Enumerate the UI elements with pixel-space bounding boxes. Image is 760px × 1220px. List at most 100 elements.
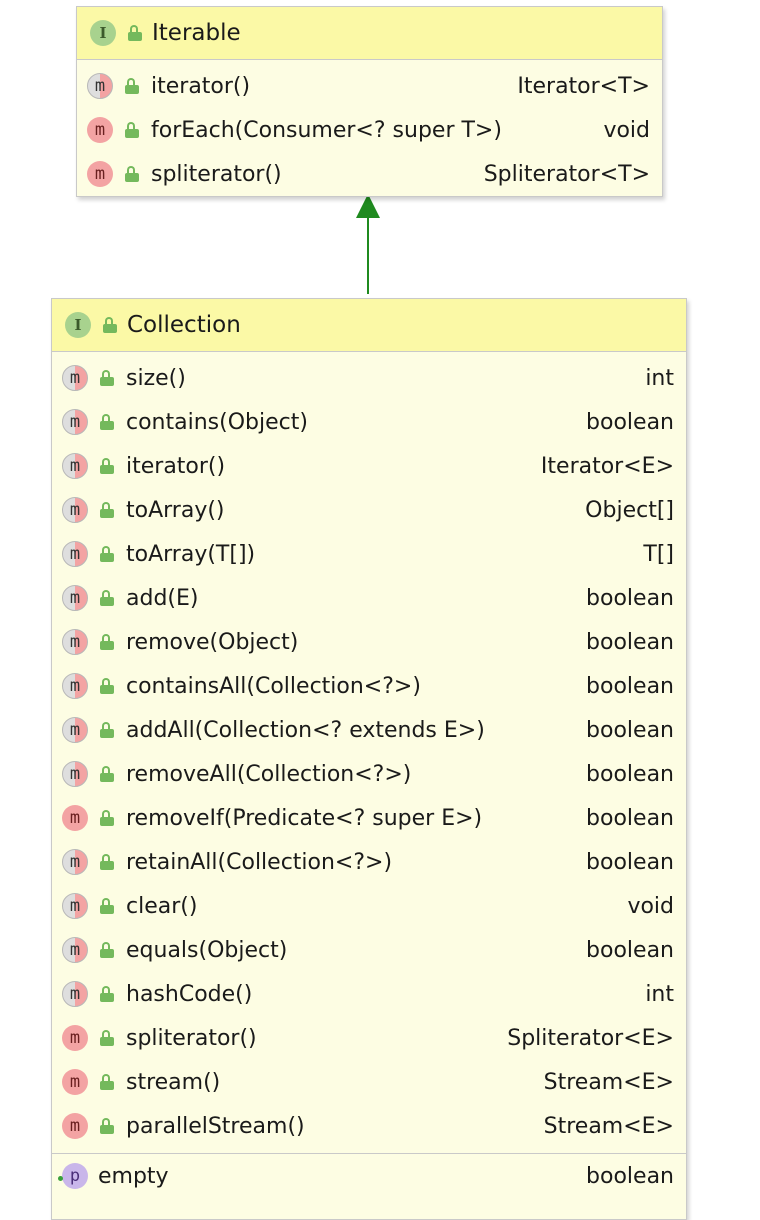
collection-header[interactable]: I Collection <box>52 299 686 352</box>
return-type: boolean <box>586 673 674 699</box>
public-lock-icon <box>100 458 114 474</box>
return-type: T[] <box>643 541 674 567</box>
method-icon: m <box>62 629 88 655</box>
public-lock-icon <box>100 502 114 518</box>
method-icon: m <box>62 409 88 435</box>
method-signature: add(E) <box>126 585 199 611</box>
return-type: boolean <box>586 585 674 611</box>
public-lock-icon <box>100 898 114 914</box>
return-type: Spliterator<T> <box>483 161 650 187</box>
return-type: boolean <box>586 849 674 875</box>
method-row[interactable]: m iterator() Iterator<T> <box>77 64 662 108</box>
return-type: Iterator<E> <box>540 453 674 479</box>
method-icon: m <box>62 365 88 391</box>
return-type: boolean <box>586 761 674 787</box>
method-icon: m <box>87 73 113 99</box>
method-signature: removeAll(Collection<?>) <box>126 761 412 787</box>
method-icon: m <box>87 161 113 187</box>
method-row[interactable]: m equals(Object) boolean <box>52 928 686 972</box>
method-icon: m <box>62 453 88 479</box>
return-type: boolean <box>586 409 674 435</box>
method-row[interactable]: m spliterator() Spliterator<T> <box>77 152 662 196</box>
method-icon: m <box>62 497 88 523</box>
public-lock-icon <box>128 25 142 41</box>
method-row[interactable]: m toArray() Object[] <box>52 488 686 532</box>
public-lock-icon <box>100 942 114 958</box>
interface-icon: I <box>65 312 91 338</box>
method-signature: toArray() <box>126 497 225 523</box>
method-row[interactable]: m contains(Object) boolean <box>52 400 686 444</box>
return-type: Object[] <box>585 497 674 523</box>
public-lock-icon <box>125 122 139 138</box>
public-lock-icon <box>100 854 114 870</box>
method-signature: size() <box>126 365 186 391</box>
public-lock-icon <box>100 766 114 782</box>
method-icon: m <box>62 717 88 743</box>
method-signature: spliterator() <box>151 161 282 187</box>
public-lock-icon <box>100 370 114 386</box>
public-lock-icon <box>100 678 114 694</box>
collection-interface-box[interactable]: I Collection m size() int m contains(Object)… <box>51 298 687 1220</box>
method-icon: m <box>62 893 88 919</box>
public-lock-icon <box>100 590 114 606</box>
public-lock-icon <box>100 1030 114 1046</box>
method-signature: iterator() <box>151 73 251 99</box>
method-icon: m <box>62 1113 88 1139</box>
method-icon: m <box>62 805 88 831</box>
method-signature: hashCode() <box>126 981 253 1007</box>
return-type: Spliterator<E> <box>507 1025 674 1051</box>
method-signature: contains(Object) <box>126 409 308 435</box>
method-signature: stream() <box>126 1069 221 1095</box>
return-type: int <box>645 981 674 1007</box>
public-lock-icon <box>100 986 114 1002</box>
public-lock-icon <box>100 414 114 430</box>
public-lock-icon <box>100 634 114 650</box>
public-lock-icon <box>100 1074 114 1090</box>
method-icon: m <box>62 937 88 963</box>
method-signature: equals(Object) <box>126 937 288 963</box>
return-type: boolean <box>586 629 674 655</box>
iterable-title: Iterable <box>152 20 241 46</box>
public-lock-icon <box>125 78 139 94</box>
return-type: boolean <box>586 937 674 963</box>
iterable-header[interactable]: I Iterable <box>77 7 662 60</box>
method-icon: m <box>62 585 88 611</box>
method-signature: spliterator() <box>126 1025 257 1051</box>
public-lock-icon <box>100 546 114 562</box>
collection-title: Collection <box>127 312 241 338</box>
return-type: void <box>603 117 650 143</box>
method-row[interactable]: m add(E) boolean <box>52 576 686 620</box>
method-icon: m <box>62 673 88 699</box>
property-name: empty <box>98 1163 169 1189</box>
public-lock-icon <box>125 166 139 182</box>
method-signature: parallelStream() <box>126 1113 305 1139</box>
method-signature: addAll(Collection<? extends E>) <box>126 717 485 743</box>
method-icon: m <box>62 1025 88 1051</box>
public-lock-icon <box>100 810 114 826</box>
property-icon: p <box>62 1163 88 1189</box>
return-type: Iterator<T> <box>517 73 650 99</box>
method-row[interactable]: m spliterator() Spliterator<E> <box>52 1016 686 1060</box>
return-type: boolean <box>586 805 674 831</box>
method-icon: m <box>62 849 88 875</box>
public-lock-icon <box>100 722 114 738</box>
